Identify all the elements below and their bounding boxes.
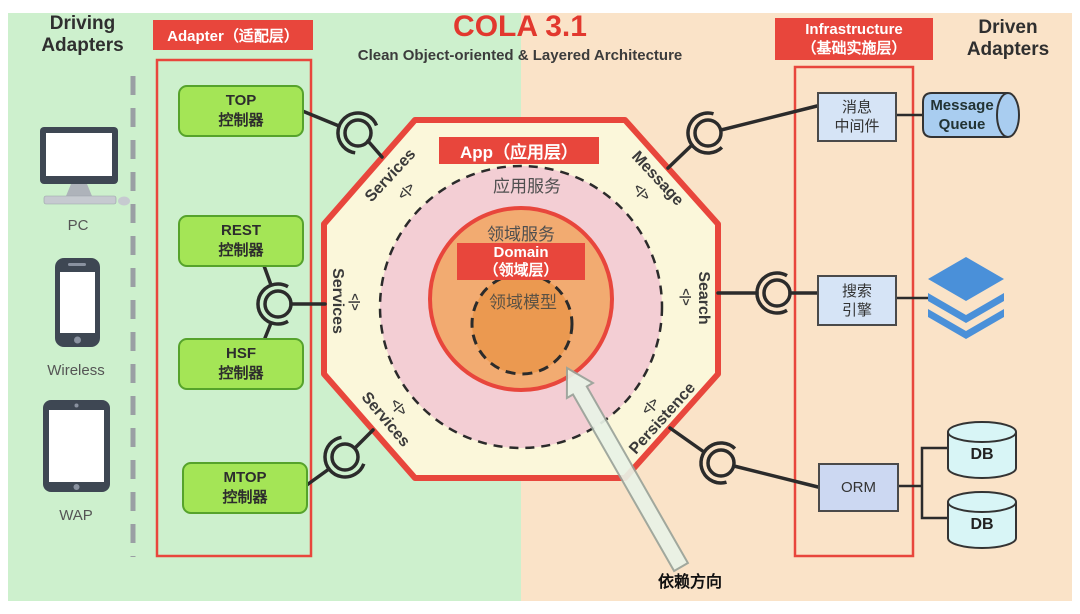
db-cylinder-icon-bottom bbox=[947, 491, 1017, 549]
diagram-title: COLA 3.1 bbox=[453, 10, 587, 43]
driven-adapters-heading: Driven Adapters bbox=[966, 17, 1050, 60]
hsf-controller-name: HSF bbox=[226, 345, 256, 362]
db-cylinder-icon-top bbox=[947, 421, 1017, 479]
top-controller-box: TOP 控制器 bbox=[178, 85, 304, 137]
port-symbol-search: <|> bbox=[679, 288, 693, 306]
domain-service-label: 领域服务 bbox=[487, 224, 555, 244]
port-socket-search bbox=[755, 271, 792, 315]
mtop-controller-box: MTOP 控制器 bbox=[182, 462, 308, 514]
db-top-label: DB bbox=[970, 446, 994, 463]
domain-model-label: 领域模型 bbox=[489, 292, 557, 312]
infrastructure-banner-line2: （基础实施层） bbox=[801, 40, 907, 57]
message-queue-label: Message Queue bbox=[918, 95, 1006, 135]
mtop-controller-name: MTOP bbox=[223, 469, 267, 486]
dependency-arrow bbox=[565, 366, 690, 573]
wap-label: WAP bbox=[59, 506, 93, 524]
external-connector-lines bbox=[893, 113, 948, 520]
port-socket-services-top-left bbox=[336, 111, 379, 155]
port-socket-services-left bbox=[256, 282, 293, 326]
domain-model-circle bbox=[470, 272, 574, 376]
pc-icon bbox=[40, 127, 130, 206]
wireless-label: Wireless bbox=[47, 361, 105, 379]
top-controller-suffix: 控制器 bbox=[218, 112, 264, 129]
app-service-label: 应用服务 bbox=[493, 176, 561, 196]
infrastructure-layer-banner: Infrastructure （基础实施层） bbox=[775, 18, 933, 60]
db-bottom-label: DB bbox=[970, 516, 994, 533]
connection-lines bbox=[261, 104, 820, 489]
search-engine-line2: 引擎 bbox=[841, 301, 872, 319]
driving-adapters-heading: Driving Adapters bbox=[41, 13, 124, 56]
port-socket-message bbox=[686, 111, 724, 155]
search-engine-box: 搜索 引擎 bbox=[817, 275, 897, 326]
tablet-icon bbox=[43, 400, 110, 492]
domain-banner-line2: （领域层） bbox=[483, 261, 559, 279]
message-middleware-box: 消息 中间件 bbox=[817, 92, 897, 142]
infrastructure-banner-line1: Infrastructure bbox=[805, 21, 903, 38]
port-socket-persistence bbox=[699, 441, 737, 485]
message-middleware-line2: 中间件 bbox=[834, 118, 880, 135]
message-middleware-line1: 消息 bbox=[841, 99, 872, 116]
search-engine-line1: 搜索 bbox=[841, 282, 872, 300]
port-symbol-services-left: <|> bbox=[348, 293, 362, 311]
smartphone-icon bbox=[55, 258, 100, 347]
hsf-controller-suffix: 控制器 bbox=[218, 365, 264, 382]
mtop-controller-suffix: 控制器 bbox=[222, 489, 268, 506]
orm-box: ORM bbox=[818, 463, 899, 512]
adapter-layer-banner: Adapter（适配层） bbox=[153, 20, 313, 50]
rest-controller-box: REST 控制器 bbox=[178, 215, 304, 267]
hsf-controller-box: HSF 控制器 bbox=[178, 338, 304, 390]
top-controller-name: TOP bbox=[225, 92, 257, 109]
app-layer-banner: App（应用层） bbox=[439, 137, 599, 164]
infrastructure-container-outline bbox=[793, 65, 915, 558]
adapter-container-outline bbox=[155, 58, 313, 558]
message-queue-cylinder-icon bbox=[922, 92, 1020, 138]
message-queue-line2: Queue bbox=[938, 116, 986, 133]
port-socket-services-bottom-left bbox=[323, 435, 366, 479]
port-label-search: Search bbox=[695, 271, 712, 325]
diagram-subtitle: Clean Object-oriented & Layered Architec… bbox=[357, 46, 683, 64]
search-layers-icon bbox=[928, 257, 1004, 339]
rest-controller-name: REST bbox=[220, 222, 261, 239]
rest-controller-suffix: 控制器 bbox=[218, 242, 264, 259]
dependency-direction-label: 依赖方向 bbox=[657, 574, 722, 591]
port-label-services-left: Services bbox=[329, 268, 346, 334]
domain-layer-banner: Domain （领域层） bbox=[457, 243, 585, 280]
message-queue-line1: Message bbox=[930, 97, 994, 114]
pc-label: PC bbox=[67, 216, 89, 234]
domain-banner-line1: Domain bbox=[493, 243, 549, 261]
